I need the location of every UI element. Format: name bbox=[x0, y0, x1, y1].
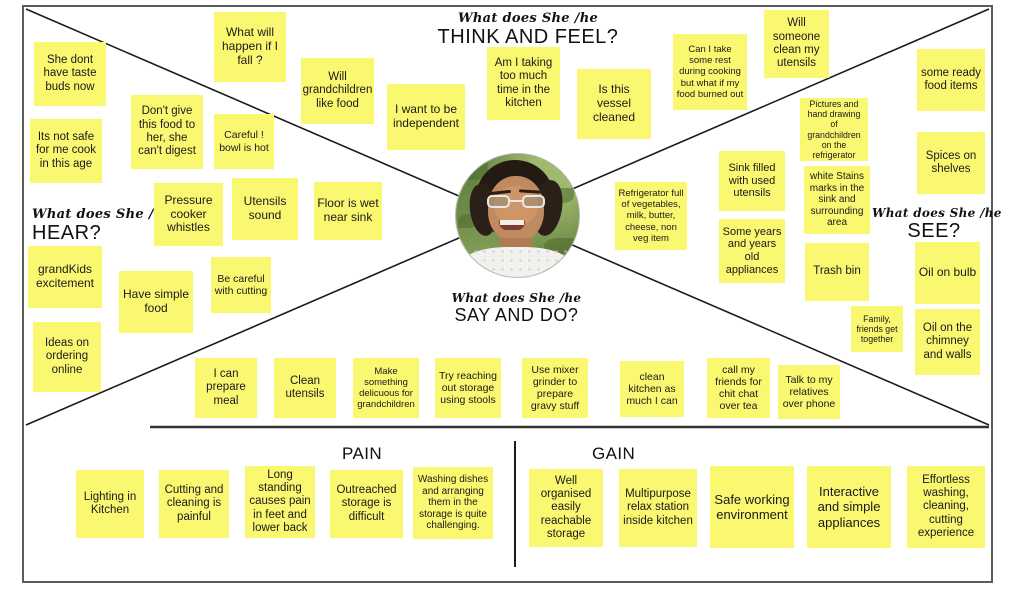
sticky-note[interactable]: Its not safe for me cook in this age bbox=[30, 119, 102, 183]
sticky-note[interactable]: Will grandchildren like food bbox=[301, 58, 374, 124]
sticky-note[interactable]: clean kitchen as much I can bbox=[620, 361, 684, 417]
heading-say-and-do: What does She /he SAY AND DO? bbox=[429, 291, 604, 326]
sticky-note[interactable]: Talk to my relatives over phone bbox=[778, 365, 840, 419]
sticky-note[interactable]: Try reaching out storage using stools bbox=[435, 358, 501, 418]
label-pain: PAIN bbox=[342, 444, 383, 463]
heading-hear-caps: HEAR? bbox=[32, 222, 102, 244]
sticky-note[interactable]: I can prepare meal bbox=[195, 358, 257, 418]
heading-see-script: What does She /he bbox=[872, 206, 1002, 220]
sticky-note[interactable]: white Stains marks in the sink and surro… bbox=[804, 166, 870, 234]
sticky-note[interactable]: Be careful with cutting bbox=[211, 257, 271, 313]
sticky-note[interactable]: Careful ! bowl is hot bbox=[214, 114, 274, 169]
heading-hear-script: What does She /he bbox=[32, 207, 173, 222]
sticky-note[interactable]: Multipurpose relax station inside kitche… bbox=[619, 469, 697, 547]
sticky-note[interactable]: Can I take some rest during cooking but … bbox=[673, 34, 747, 110]
heading-see-caps: SEE? bbox=[907, 220, 961, 242]
sticky-note[interactable]: Outreached storage is difficult bbox=[330, 470, 403, 538]
sticky-note[interactable]: call my friends for chit chat over tea bbox=[707, 358, 770, 418]
sticky-note[interactable]: Long standing causes pain in feet and lo… bbox=[245, 466, 315, 538]
sticky-note[interactable]: Am I taking too much time in the kitchen bbox=[487, 47, 560, 120]
sticky-note[interactable]: Make something delicuous for grandchildr… bbox=[353, 358, 419, 418]
heading-think-and-feel: What does She /he THINK AND FEEL? bbox=[428, 11, 628, 49]
heading-think-caps: THINK AND FEEL? bbox=[437, 26, 619, 48]
sticky-note[interactable]: Have simple food bbox=[119, 271, 193, 333]
sticky-note[interactable]: Oil on bulb bbox=[915, 242, 980, 304]
heading-saydo-script: What does She /he bbox=[451, 291, 582, 305]
sticky-note[interactable]: Trash bin bbox=[805, 243, 869, 301]
sticky-note[interactable]: Is this vessel cleaned bbox=[577, 69, 651, 139]
sticky-note[interactable]: Use mixer grinder to prepare gravy stuff bbox=[522, 358, 588, 418]
label-gain: GAIN bbox=[592, 444, 636, 463]
empathy-map-board: What does She /he THINK AND FEEL? What d… bbox=[24, 7, 1001, 581]
sticky-note[interactable]: Will someone clean my utensils bbox=[764, 10, 829, 78]
sticky-note[interactable]: Refrigerator full of vegetables, milk, b… bbox=[615, 182, 687, 250]
sticky-note[interactable]: Lighting in Kitchen bbox=[76, 470, 144, 538]
heading-see: What does She /he SEE? bbox=[872, 206, 1002, 243]
sticky-note[interactable]: Family, friends get together bbox=[851, 306, 903, 352]
sticky-note[interactable]: Clean utensils bbox=[274, 358, 336, 418]
sticky-note[interactable]: Pressure cooker whistles bbox=[154, 183, 223, 246]
sticky-note[interactable]: grandKids excitement bbox=[28, 246, 102, 308]
sticky-note[interactable]: Washing dishes and arranging them in the… bbox=[413, 467, 493, 539]
sticky-note[interactable]: Pictures and hand drawing of grandchildr… bbox=[800, 98, 868, 161]
persona-avatar bbox=[455, 153, 580, 278]
sticky-note[interactable]: Some years and years old appliances bbox=[719, 219, 785, 283]
heading-hear: What does She /he HEAR? bbox=[24, 207, 198, 245]
sticky-note[interactable]: Well organised easily reachable storage bbox=[529, 469, 603, 547]
sticky-note[interactable]: Effortless washing, cleaning, cutting ex… bbox=[907, 466, 985, 548]
sticky-note[interactable]: What will happen if I fall ? bbox=[214, 12, 286, 82]
sticky-note[interactable]: Cutting and cleaning is painful bbox=[159, 470, 229, 538]
sticky-note[interactable]: Spices on shelves bbox=[917, 132, 985, 194]
sticky-note[interactable]: She dont have taste buds now bbox=[34, 42, 106, 106]
sticky-note[interactable]: Safe working environment bbox=[710, 466, 794, 548]
sticky-note[interactable]: I want to be independent bbox=[387, 84, 465, 150]
sticky-note[interactable]: Oil on the chimney and walls bbox=[915, 309, 980, 375]
sticky-note[interactable]: Sink filled with used utensils bbox=[719, 151, 785, 211]
sticky-note[interactable]: Utensils sound bbox=[232, 178, 298, 240]
sticky-note[interactable]: Don't give this food to her, she can't d… bbox=[131, 95, 203, 169]
sticky-note[interactable]: Floor is wet near sink bbox=[314, 182, 382, 240]
sticky-note[interactable]: Interactive and simple appliances bbox=[807, 466, 891, 548]
sticky-note[interactable]: Ideas on ordering online bbox=[33, 322, 101, 392]
heading-think-script: What does She /he bbox=[457, 11, 599, 26]
empathy-map-canvas: What does She /he THINK AND FEEL? What d… bbox=[22, 5, 1001, 583]
sticky-note[interactable]: some ready food items bbox=[917, 49, 985, 111]
heading-saydo-caps: SAY AND DO? bbox=[454, 305, 579, 325]
